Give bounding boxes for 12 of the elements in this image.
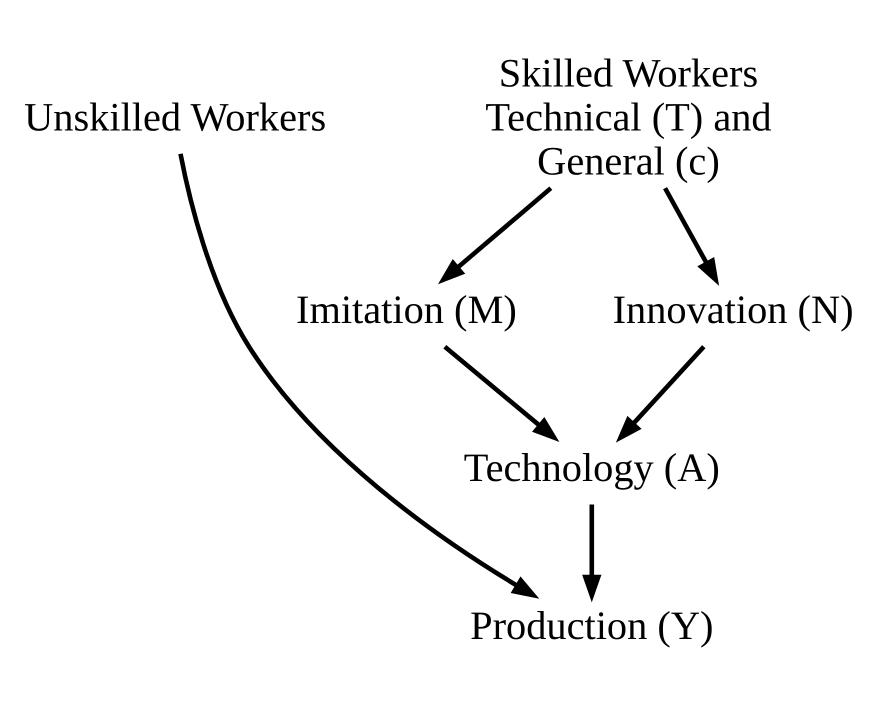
node-text: Technology (A) <box>464 444 720 490</box>
arrow <box>178 152 540 598</box>
arrow <box>582 504 602 602</box>
arrow <box>438 186 552 284</box>
node-text: Innovation (N) <box>612 286 854 332</box>
node-text: Unskilled Workers <box>24 94 326 140</box>
node-text: Skilled Workers Technical (T) and General (c) <box>485 50 772 184</box>
arrow <box>443 344 560 442</box>
node-text: Imitation (M) <box>296 286 517 332</box>
arrow <box>616 344 706 442</box>
arrow <box>663 186 720 286</box>
node-text: Production (Y) <box>470 602 714 648</box>
